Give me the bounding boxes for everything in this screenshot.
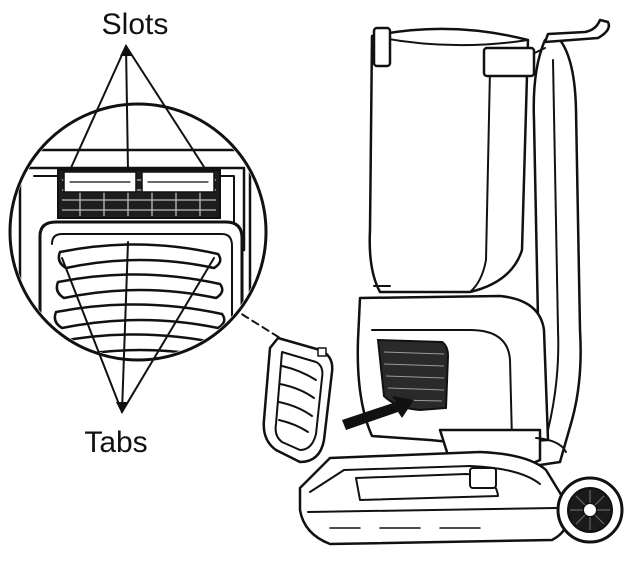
canister-release-button bbox=[482, 46, 536, 78]
slots-arrow-tip bbox=[120, 44, 132, 56]
slots-callout-line-left bbox=[69, 45, 127, 171]
slots-label: Slots bbox=[102, 8, 169, 41]
vacuum-handle-grip bbox=[543, 18, 611, 44]
insertion-arrow bbox=[342, 396, 414, 430]
dust-canister bbox=[368, 27, 530, 294]
zoom-leader-dashed bbox=[231, 307, 281, 339]
filter-bay-mesh bbox=[376, 338, 450, 412]
vacuum-illustration bbox=[298, 18, 624, 546]
detached-filter bbox=[262, 336, 334, 464]
canister-latch bbox=[372, 26, 392, 68]
tabs-arrow-tip bbox=[116, 402, 128, 414]
slots-callout-line-mid bbox=[125, 45, 129, 171]
tabs-callout-line-left bbox=[61, 257, 123, 413]
zoom-inset bbox=[8, 102, 268, 362]
slots-callout-line-right bbox=[125, 45, 207, 171]
tabs-callout-line-mid bbox=[121, 241, 129, 413]
callout-lines bbox=[61, 45, 215, 413]
tabs-label: Tabs bbox=[84, 426, 147, 459]
tabs-callout-line-right bbox=[121, 257, 215, 413]
nozzle-button bbox=[469, 467, 497, 489]
